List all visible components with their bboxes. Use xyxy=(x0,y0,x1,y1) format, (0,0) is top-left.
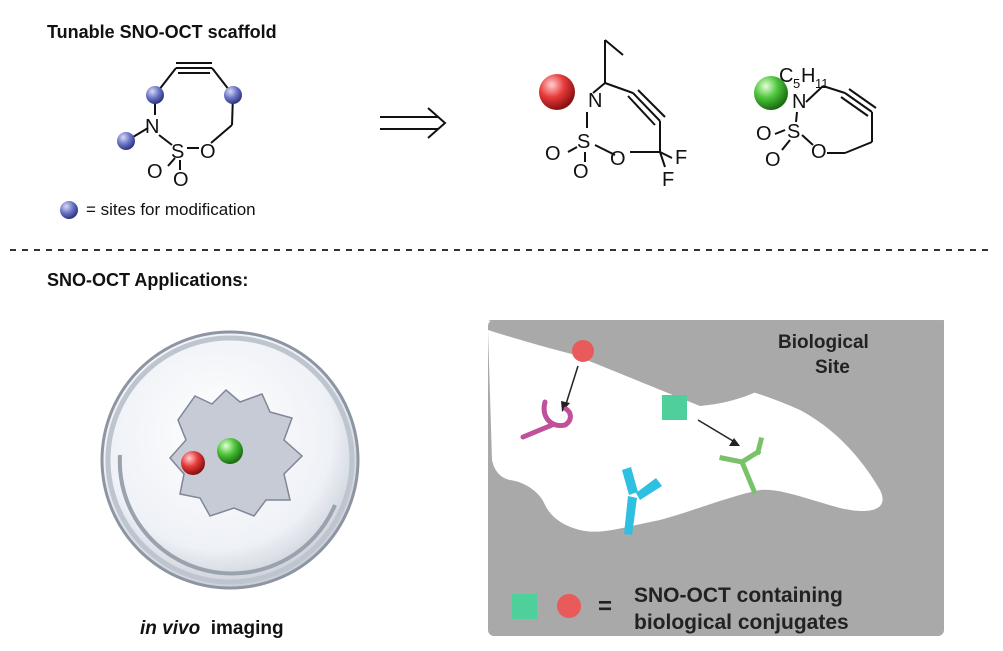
atom-h: H xyxy=(801,65,815,87)
site-sphere-3 xyxy=(117,132,135,150)
atom-s: S xyxy=(787,121,800,143)
teal-square-probe xyxy=(662,395,687,420)
site-sphere-2 xyxy=(224,86,242,104)
biological-site-panel: Biological Site xyxy=(488,320,944,636)
legend-sphere xyxy=(60,201,78,219)
magenta-receptor-icon xyxy=(520,399,573,440)
red-functional-sphere xyxy=(539,74,575,110)
legend-equals: = xyxy=(598,593,612,620)
atom-f-1: F xyxy=(675,147,687,169)
legend-teal-square xyxy=(512,594,537,619)
atom-o-1: O xyxy=(545,143,561,165)
pentyl-structure: C 5 H 11 N S O O O xyxy=(756,65,829,171)
atom-s: S xyxy=(577,131,590,153)
site-label-line1: Biological xyxy=(778,332,869,353)
atom-n: N xyxy=(588,90,602,112)
arrow-head-1 xyxy=(561,401,570,412)
atom-o-2: O xyxy=(765,149,781,171)
atom-o-1: O xyxy=(756,123,772,145)
atom-f-2: F xyxy=(662,169,674,191)
difluoro-structure xyxy=(567,39,673,168)
atom-o-2: O xyxy=(173,169,189,191)
green-functional-sphere xyxy=(754,76,788,110)
arrow-line-2 xyxy=(697,419,734,442)
sub-5: 5 xyxy=(793,76,800,91)
green-receptor-icon xyxy=(719,436,765,495)
site-cavity xyxy=(488,330,883,532)
atom-n: N xyxy=(145,116,159,138)
scaffold-title: Tunable SNO-OCT scaffold xyxy=(47,22,277,42)
arrow-head-2 xyxy=(729,438,740,446)
petri-dish xyxy=(100,330,360,590)
imaging-label-italic: in vivo xyxy=(140,618,201,639)
atom-o-2: O xyxy=(573,161,589,183)
site-sphere-1 xyxy=(146,86,164,104)
atom-n: N xyxy=(792,91,806,113)
site-overhang xyxy=(488,320,944,406)
atom-o-ring: O xyxy=(200,141,216,163)
cyan-receptor-icon xyxy=(622,467,662,535)
difluoro-atoms: N S O O O F F xyxy=(545,90,687,191)
applications-title: SNO-OCT Applications: xyxy=(47,270,249,290)
site-label-line2: Site xyxy=(815,357,850,378)
double-arrow-icon xyxy=(380,107,447,139)
conjugate-line1: SNO-OCT containing xyxy=(634,584,843,607)
legend-pink-circle xyxy=(557,594,581,618)
conjugate-line2: biological conjugates xyxy=(634,611,849,634)
imaging-label-rest: imaging xyxy=(210,618,284,639)
legend-text: = sites for modification xyxy=(86,200,256,219)
scaffold-atoms: N S O O O xyxy=(145,116,216,191)
pink-circle-probe xyxy=(572,340,594,362)
atom-s: S xyxy=(171,141,184,163)
pentyl-bonds xyxy=(774,85,877,154)
green-probe-sphere xyxy=(217,438,243,464)
imaging-label: in vivo imaging xyxy=(140,618,284,640)
sub-11: 11 xyxy=(815,76,829,91)
atom-o-ring: O xyxy=(811,141,827,163)
atom-o-1: O xyxy=(147,161,163,183)
atom-o-ring: O xyxy=(610,148,626,170)
red-probe-sphere xyxy=(181,451,205,475)
arrow-line-1 xyxy=(565,365,579,405)
